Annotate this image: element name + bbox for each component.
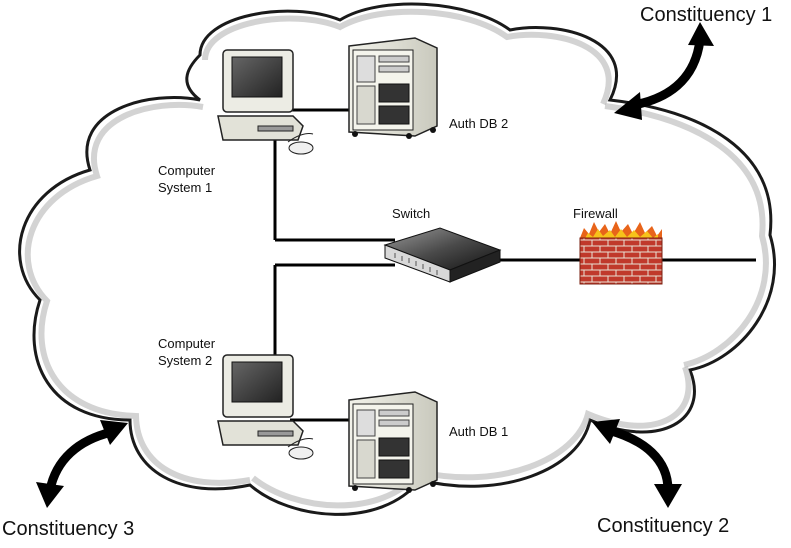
constituency-3-label: Constituency 3 (2, 518, 135, 540)
auth-db-2-server-icon (348, 37, 438, 139)
computer-system-1-label: Computer System 1 (158, 163, 216, 195)
computer-system-2-icon (217, 354, 314, 460)
switch-label: Switch (392, 206, 431, 221)
constituency-3-arrow-icon (36, 420, 128, 508)
computer-system-2-label: Computer System 2 (158, 336, 216, 368)
computer-system-1-icon (217, 49, 314, 155)
constituency-2-label: Constituency 2 (597, 515, 730, 537)
auth-db-2-label: Auth DB 2 (449, 116, 509, 131)
network-cables (273, 108, 756, 422)
constituency-1-label: Constituency 1 (640, 4, 773, 26)
constituency-1-arrow-icon (614, 22, 714, 120)
auth-db-1-label: Auth DB 1 (449, 424, 509, 439)
firewall-label: Firewall (573, 206, 618, 221)
firewall-icon (579, 221, 663, 285)
auth-db-1-server-icon (348, 391, 438, 493)
constituency-2-arrow-icon (592, 419, 682, 508)
switch-icon (383, 227, 502, 283)
